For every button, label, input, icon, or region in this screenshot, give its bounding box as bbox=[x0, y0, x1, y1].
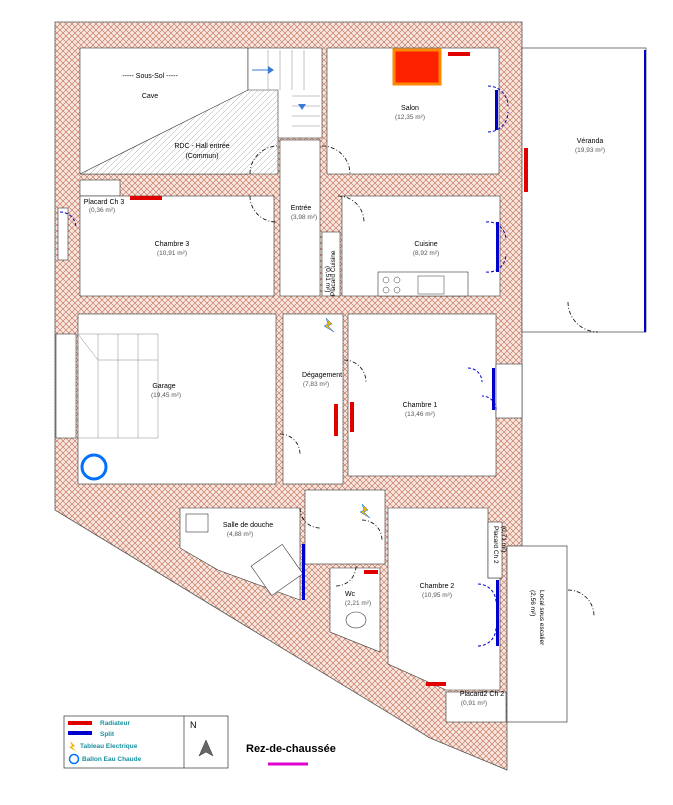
split-chambre2 bbox=[496, 580, 499, 646]
split-salle-douche bbox=[302, 544, 305, 600]
rdc-hall-area bbox=[79, 89, 279, 175]
local-escalier-room bbox=[506, 545, 568, 723]
placard-ch3-room bbox=[79, 179, 121, 197]
veranda-area: (19,93 m²) bbox=[575, 147, 605, 154]
chambre3-room bbox=[79, 195, 275, 297]
garage-door bbox=[55, 333, 77, 439]
chambre2-area: (10,95 m²) bbox=[422, 592, 452, 599]
plan-title: Rez-de-chaussée bbox=[246, 743, 336, 755]
electric-panel-icon-2 bbox=[359, 503, 371, 519]
chambre1-area: (13,46 m²) bbox=[405, 411, 435, 418]
veranda-room bbox=[521, 47, 647, 333]
salon-area: (12,35 m²) bbox=[395, 114, 425, 121]
placard2-ch2-room bbox=[445, 691, 507, 723]
split-cuisine bbox=[496, 222, 499, 272]
cuisine-area: (8,92 m²) bbox=[413, 250, 439, 257]
degagement-area: (7,83 m²) bbox=[303, 381, 329, 388]
chambre2-room bbox=[387, 507, 501, 691]
radiator-chambre2 bbox=[426, 682, 446, 686]
placard-ch2-room bbox=[487, 521, 503, 579]
corridor-lower bbox=[304, 489, 386, 565]
placard-ch3-name: Placard Ch 3 bbox=[84, 199, 125, 206]
chambre3-name: Chambre 3 bbox=[155, 241, 190, 248]
placard-cuisine-area: (0,51 m²) bbox=[324, 266, 331, 292]
placard2-ch2-name: Placard2 Ch 2 bbox=[460, 691, 504, 698]
placard-cuisine-name: Placard Cuisine bbox=[330, 250, 337, 296]
degagement-name: Dégagement bbox=[302, 372, 342, 379]
toilet bbox=[345, 611, 367, 629]
legend-radiateur: Radiateur bbox=[100, 720, 130, 727]
radiator-chambre3 bbox=[130, 196, 162, 200]
chambre1-room bbox=[347, 313, 497, 477]
wc-name: Wc bbox=[345, 591, 356, 598]
salle-douche-name: Salle de douche bbox=[223, 522, 273, 529]
split-chambre1 bbox=[492, 368, 495, 410]
legend-split: Split bbox=[100, 731, 115, 738]
window-chambre1 bbox=[495, 363, 523, 419]
kitchen-sink bbox=[417, 275, 445, 295]
entree-name: Entrée bbox=[291, 205, 312, 212]
garage-ramp bbox=[77, 333, 159, 439]
chambre3-area: (10,91 m²) bbox=[157, 250, 187, 257]
entree-area: (3,98 m²) bbox=[291, 214, 317, 221]
radiator-salon bbox=[448, 52, 470, 56]
chambre1-name: Chambre 1 bbox=[403, 402, 438, 409]
degagement-room bbox=[282, 313, 344, 485]
chambre2-name: Chambre 2 bbox=[420, 583, 455, 590]
salle-douche-area: (4,88 m²) bbox=[227, 531, 253, 538]
legend-split-swatch bbox=[68, 731, 92, 735]
kitchen-counter bbox=[377, 271, 469, 297]
split-units bbox=[302, 90, 499, 646]
garage-room bbox=[77, 313, 277, 485]
shower-tray bbox=[250, 543, 304, 597]
wc-area: (2,21 m²) bbox=[345, 600, 371, 607]
placard-cuisine-room bbox=[321, 231, 341, 297]
cuisine-name: Cuisine bbox=[414, 241, 437, 248]
north-arrow-icon bbox=[198, 739, 214, 757]
radiator-chambre1 bbox=[350, 402, 354, 432]
local-escalier-area: (2,56 m²) bbox=[529, 590, 536, 616]
cave-label: Cave bbox=[142, 93, 158, 100]
salon-name: Salon bbox=[401, 105, 419, 112]
boiler-icon bbox=[80, 453, 108, 481]
legend: Radiateur Split Tableau Electrique Ballo… bbox=[63, 715, 229, 769]
radiator-veranda bbox=[524, 148, 528, 192]
sous-sol-label: ----- Sous-Sol ----- bbox=[122, 73, 178, 80]
stair-arrow-head-2 bbox=[298, 104, 306, 110]
placard-ch3-area: (0,36 m²) bbox=[89, 207, 115, 214]
stair-arrow-head bbox=[268, 66, 274, 74]
placard-ch2-name: Placard Ch 2 bbox=[492, 526, 499, 564]
entree-room bbox=[279, 139, 321, 297]
rdc-hall-label-2: (Commun) bbox=[185, 153, 218, 160]
split-salon bbox=[495, 90, 498, 130]
local-escalier-name: Local sous escalier bbox=[538, 590, 545, 646]
legend-tableau: Tableau Electrique bbox=[80, 743, 138, 750]
electric-panel-icon-1 bbox=[323, 317, 335, 333]
garage-area: (19,45 m²) bbox=[151, 392, 181, 399]
radiator-wc bbox=[364, 570, 378, 574]
doors bbox=[249, 145, 599, 617]
placard-ch2-area: (0,71 m²) bbox=[500, 526, 507, 552]
window-swings bbox=[59, 85, 509, 647]
legend-boiler-icon bbox=[68, 753, 80, 765]
veranda-name: Véranda bbox=[577, 138, 604, 145]
legend-electric-icon bbox=[69, 741, 77, 752]
radiator-degagement bbox=[334, 404, 338, 436]
window-chambre3 bbox=[57, 207, 69, 261]
legend-radiator-swatch bbox=[68, 721, 92, 725]
placard2-ch2-area: (0,91 m²) bbox=[461, 700, 487, 707]
rdc-hall-label-1: RDC - Hall entrée bbox=[174, 143, 229, 150]
fireplace bbox=[392, 48, 442, 86]
garage-name: Garage bbox=[152, 383, 175, 390]
legend-ballon: Ballon Eau Chaude bbox=[82, 756, 142, 763]
washbasin bbox=[185, 513, 209, 533]
north-label: N bbox=[190, 720, 197, 730]
kitchen-hob bbox=[382, 276, 401, 294]
wc-room bbox=[329, 567, 381, 653]
radiators bbox=[130, 52, 528, 686]
